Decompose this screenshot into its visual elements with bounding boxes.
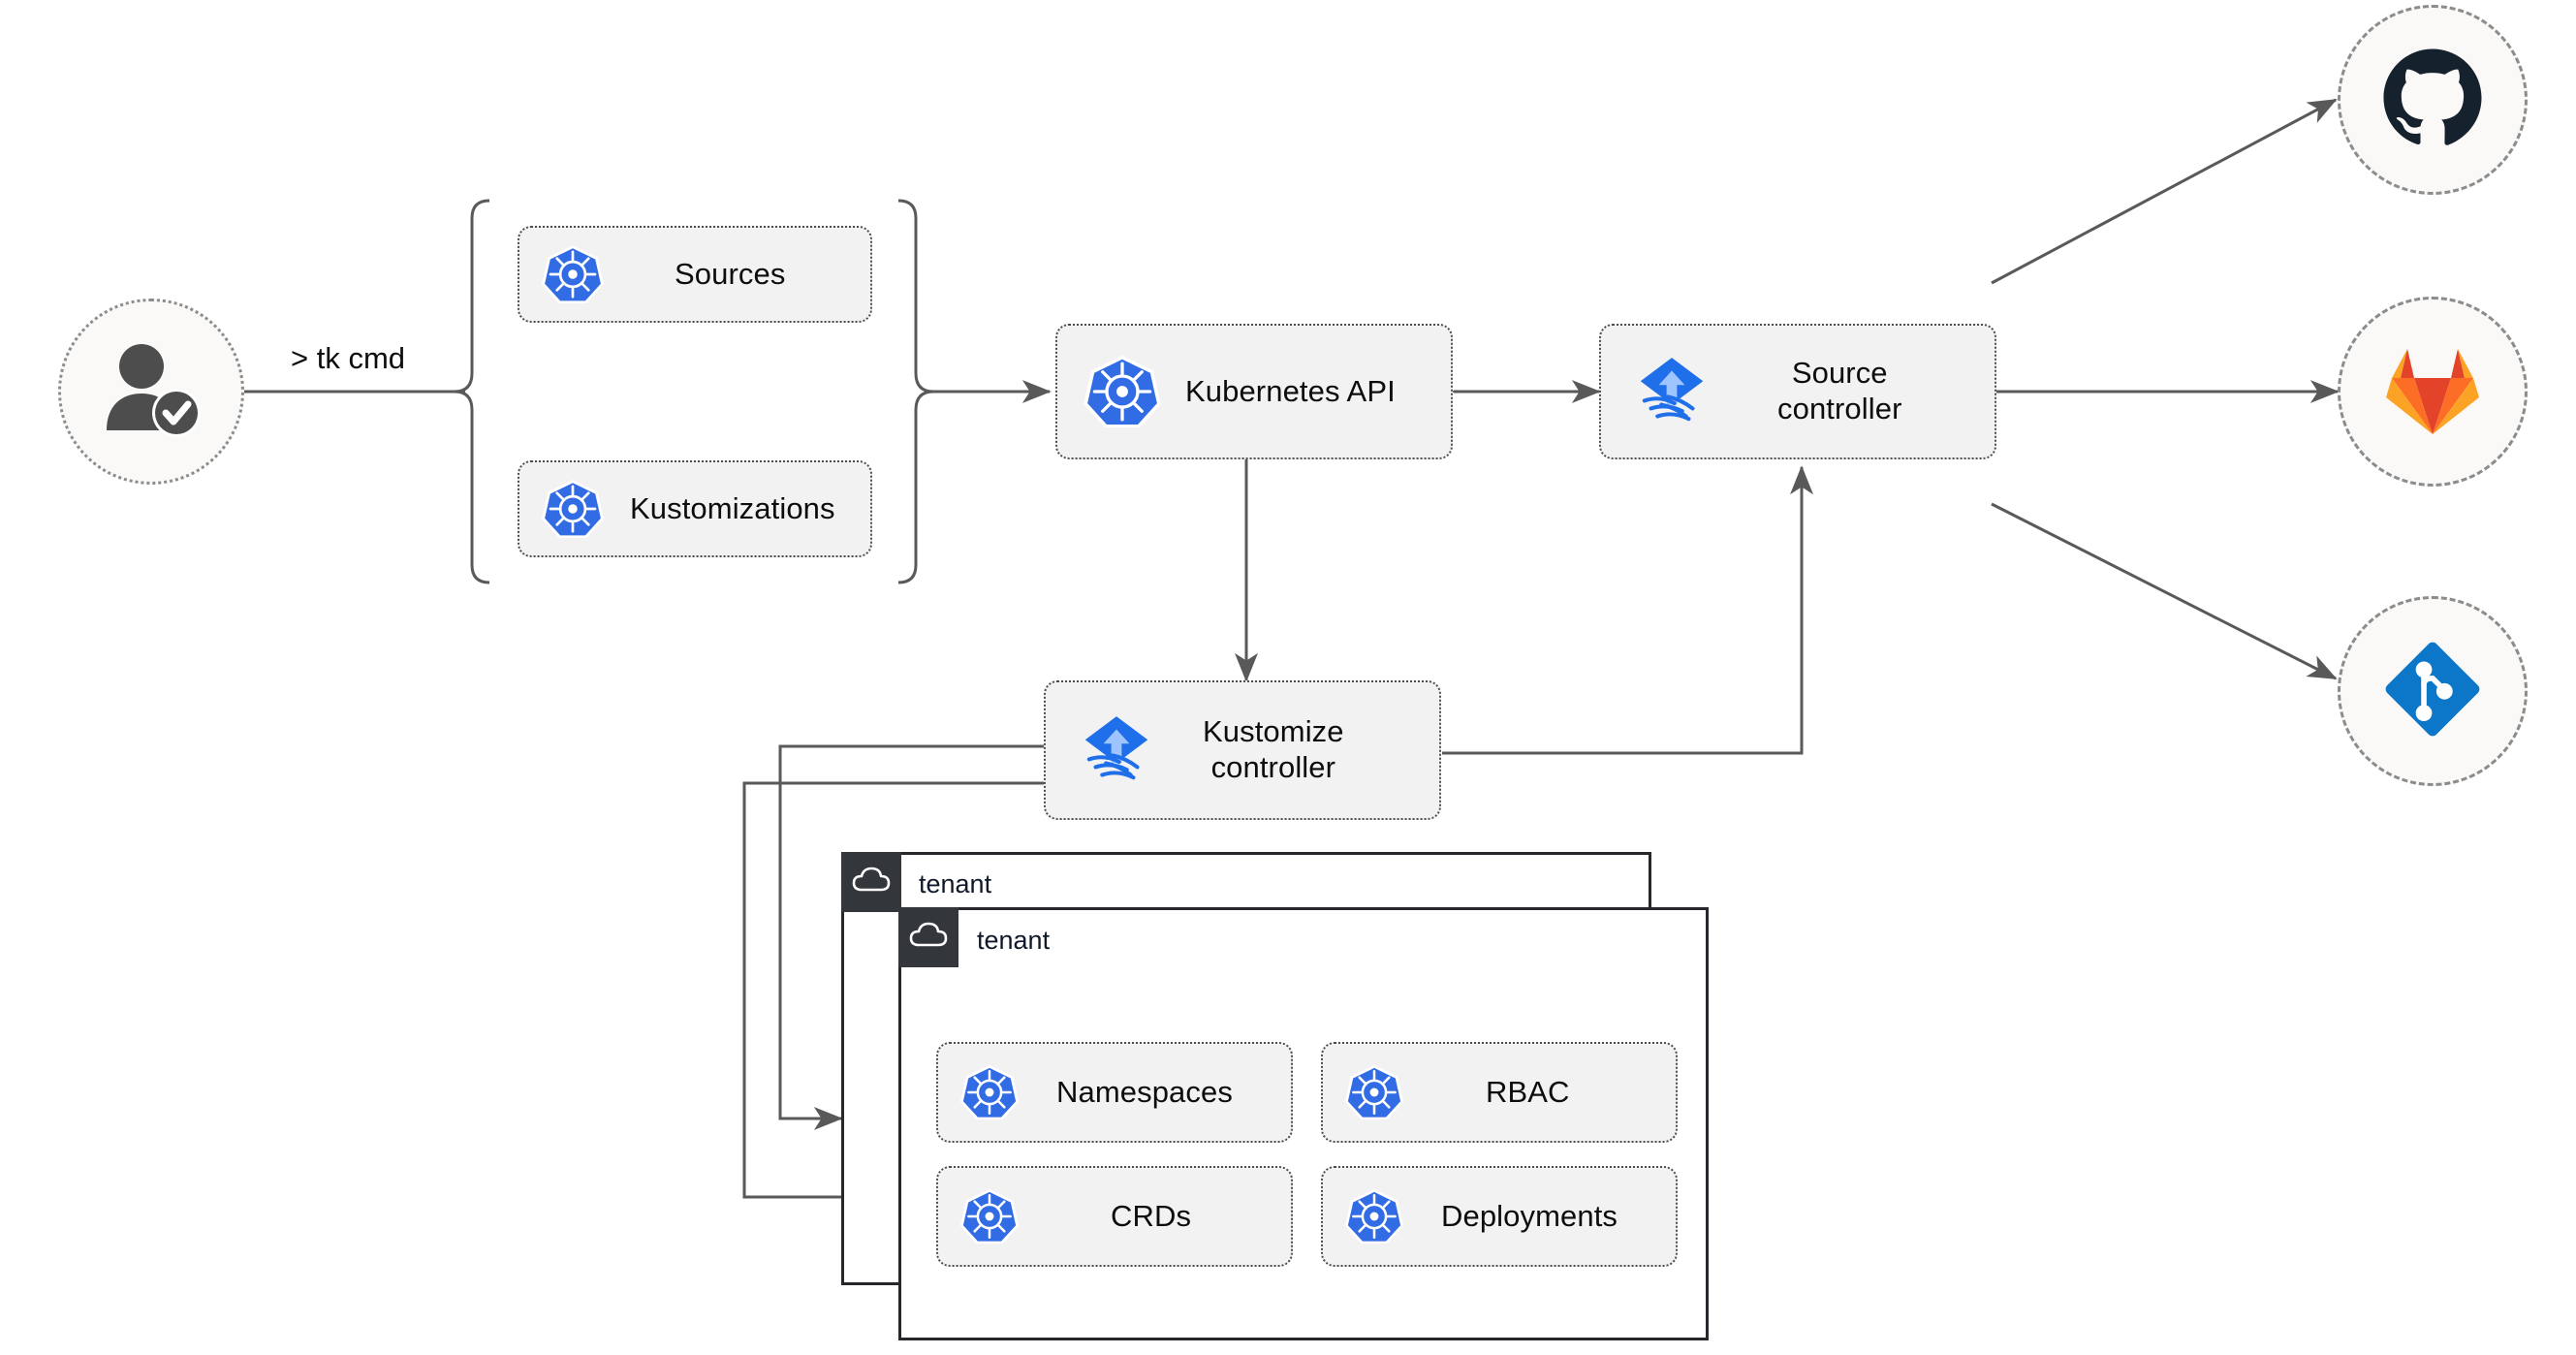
cloud-icon [908, 921, 949, 955]
kubernetes-icon [1344, 1186, 1404, 1246]
tenant-resource-rbac[interactable]: RBAC [1321, 1042, 1678, 1143]
edge-source-to-git [1991, 502, 2338, 680]
edge-kustomize-to-tenant-1 [778, 744, 1044, 1130]
tenant-resource-crds[interactable]: CRDs [936, 1166, 1293, 1267]
node-source-controller[interactable]: Source controller [1599, 324, 1996, 459]
node-label: Source controller [1777, 356, 1902, 425]
tenant-resource-label: CRDs [1111, 1198, 1192, 1233]
edge-kustomize-to-source-controller [1442, 465, 1813, 755]
provider-gitlab[interactable] [2338, 297, 2528, 487]
tenant-resource-label: Deployments [1441, 1198, 1618, 1233]
flux-icon [1630, 350, 1713, 433]
tenant-resource-deployments[interactable]: Deployments [1321, 1166, 1678, 1267]
tenant-panel-front: tenant Namespaces [898, 907, 1709, 1340]
tenant-resource-label: Namespaces [1056, 1074, 1233, 1109]
edge-kustomize-to-tenant-2 [742, 781, 1044, 1209]
actor-user [58, 299, 244, 485]
gitlab-icon [2382, 341, 2483, 443]
node-label: Kubernetes API [1185, 373, 1396, 408]
kubernetes-icon [1083, 352, 1162, 431]
brace-right [897, 199, 934, 584]
kubernetes-icon [1344, 1062, 1404, 1122]
group-item-sources[interactable]: Sources [518, 226, 872, 323]
kubernetes-icon [959, 1186, 1020, 1246]
kubernetes-icon [541, 477, 605, 541]
edge-source-to-github [1991, 98, 2338, 285]
group-item-kustomizations[interactable]: Kustomizations [518, 460, 872, 557]
tenant-tab-back [841, 852, 901, 912]
provider-git[interactable] [2338, 596, 2528, 786]
github-icon [2379, 45, 2486, 156]
cli-command-label: > tk cmd [291, 341, 406, 375]
provider-github[interactable] [2338, 5, 2528, 195]
tenant-resource-namespaces[interactable]: Namespaces [936, 1042, 1293, 1143]
tenant-tab-front [898, 907, 958, 967]
group-item-label: Sources [675, 256, 786, 291]
flux-icon [1075, 709, 1158, 792]
node-label: Kustomize controller [1203, 714, 1344, 784]
kubernetes-icon [959, 1062, 1020, 1122]
tenant-name-front: tenant [977, 926, 1051, 955]
tenant-resource-label: RBAC [1486, 1074, 1570, 1109]
cloud-icon [851, 866, 892, 899]
user-check-icon [99, 341, 204, 443]
tenant-name-back: tenant [919, 869, 992, 898]
git-repo-icon [2378, 635, 2487, 748]
node-kustomize-controller[interactable]: Kustomize controller [1044, 680, 1441, 820]
kubernetes-icon [541, 242, 605, 306]
node-kubernetes-api[interactable]: Kubernetes API [1055, 324, 1453, 459]
brace-left [454, 199, 490, 584]
group-item-label: Kustomizations [630, 490, 835, 525]
